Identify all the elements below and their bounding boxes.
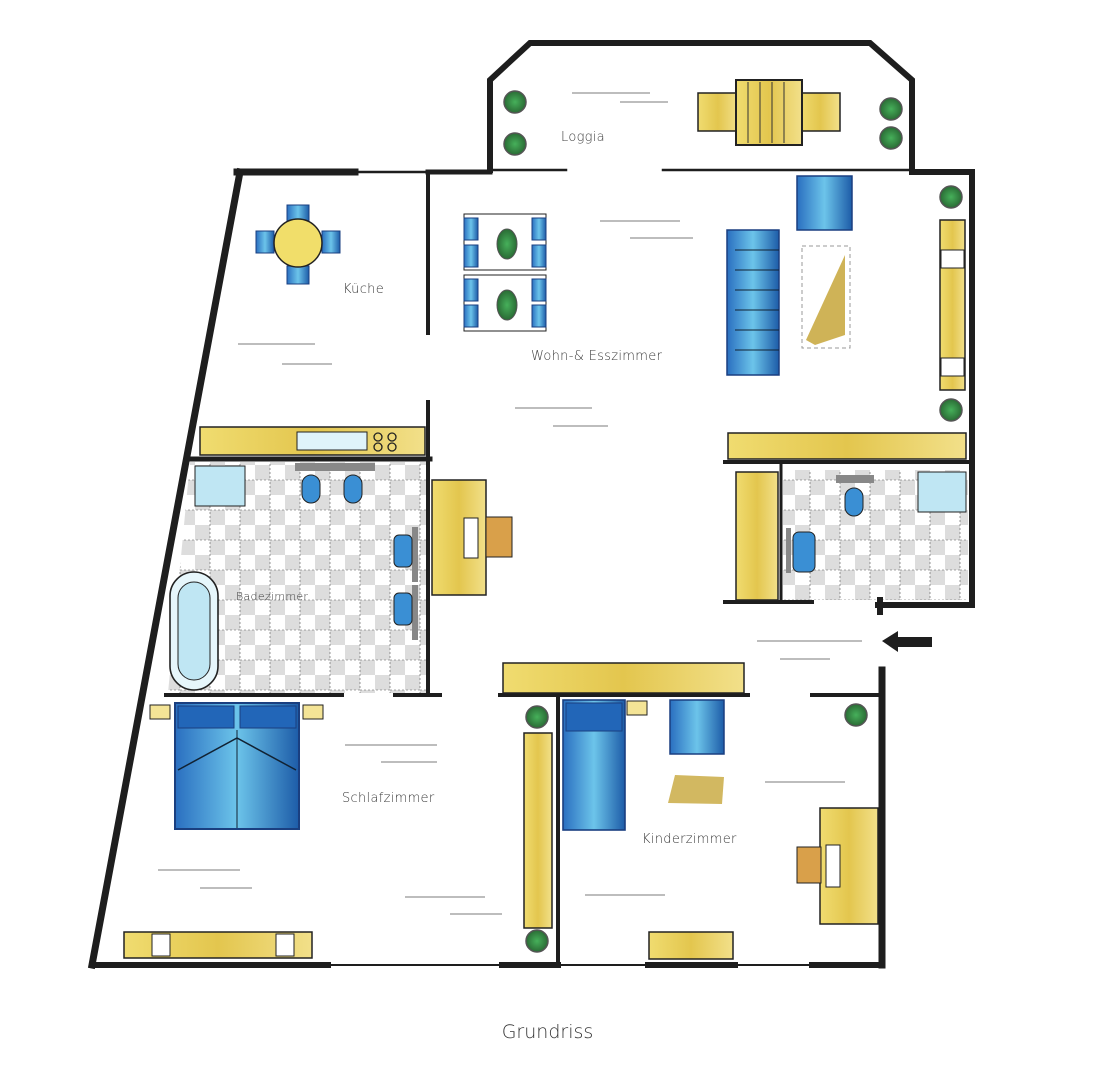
room-label-wohn-esszimmer: Wohn-& Esszimmer (531, 349, 663, 364)
toilet-icon (295, 463, 375, 504)
potted-plant-icon (844, 703, 868, 727)
potted-plant-icon (939, 185, 963, 209)
loggia-wall (487, 40, 915, 173)
room-label-schlafzimmer: Schlafzimmer (342, 791, 435, 806)
outer-wall-west (87, 167, 245, 970)
plan-caption: Grundriss (501, 1021, 594, 1043)
desk-icon (431, 479, 513, 596)
room-label-loggia: Loggia (561, 130, 605, 145)
sink-icon (393, 527, 418, 640)
bathroom-floor (168, 462, 427, 693)
sofa-icon (726, 175, 853, 376)
shelf-east (939, 219, 966, 391)
shower-icon (917, 471, 967, 513)
potted-plant-icon (879, 97, 903, 121)
kids-bed-icon (562, 699, 648, 831)
sideboard (727, 432, 967, 460)
stove-icon (373, 432, 397, 452)
armchair-icon (669, 699, 725, 755)
hall-sideboard (502, 662, 745, 694)
wardrobe-bedroom (523, 732, 553, 929)
potted-plants (503, 90, 963, 953)
sketch-strokes (158, 92, 862, 915)
bed-icon (149, 702, 324, 830)
potted-plant-icon (939, 398, 963, 422)
room-label-kueche: Küche (343, 282, 385, 297)
shower-icon (194, 465, 246, 507)
potted-plant-icon (879, 126, 903, 150)
potted-plant-icon (503, 90, 527, 114)
walls (87, 40, 975, 970)
potted-plant-icon (525, 929, 549, 953)
dresser-bedroom (123, 931, 313, 959)
kids-desk-icon (796, 807, 879, 925)
room-label-badezimmer: Badezimmer (236, 590, 309, 603)
kitchen-counter (199, 426, 426, 456)
potted-plant-icon (525, 705, 549, 729)
rug-icon (801, 245, 851, 349)
bathtub-icon (169, 571, 219, 691)
wardrobe-hall (735, 471, 779, 601)
kitchen-table-icon (255, 204, 341, 285)
potted-plant-icon (503, 132, 527, 156)
loggia-table-icon (697, 79, 841, 146)
dresser-kids (648, 931, 734, 960)
dining-table-icon (463, 213, 547, 332)
wc-fixtures (786, 471, 967, 573)
sink-icon (296, 431, 368, 451)
rug-icon (668, 775, 724, 804)
room-label-kinderzimmer: Kinderzimmer (642, 832, 737, 847)
entrance-arrow-icon (882, 631, 932, 652)
